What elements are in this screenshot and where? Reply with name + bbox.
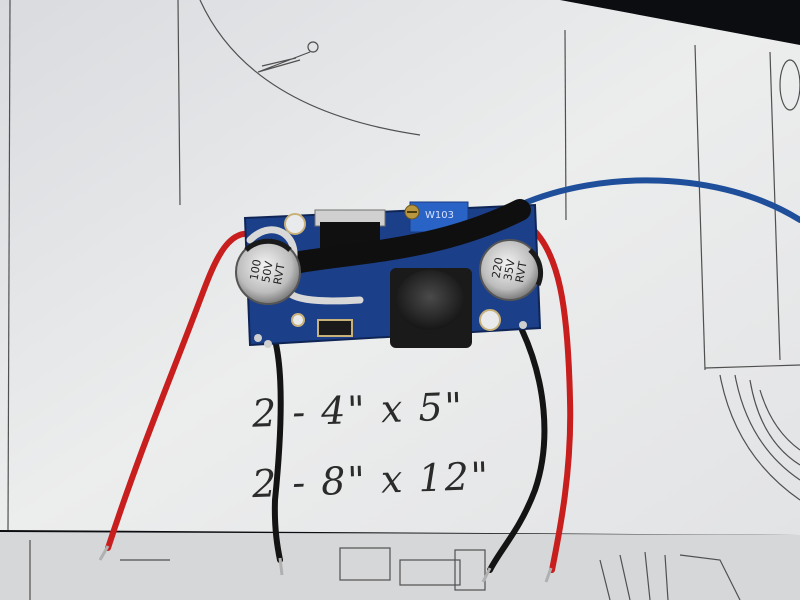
capacitor-left-brand: RVT	[271, 262, 288, 285]
capacitor-left-value: 100	[247, 258, 263, 281]
capacitor-left-voltage: 50V	[259, 260, 276, 284]
black-wire-right-tip	[481, 567, 492, 583]
black-wire-right	[487, 327, 548, 573]
blue-wire	[517, 177, 800, 223]
red-wire-right	[525, 222, 574, 573]
capacitor-right-voltage: 35V	[501, 258, 518, 282]
capacitor-left	[235, 238, 301, 305]
black-wire-left	[271, 337, 284, 563]
capacitor-right-value: 220	[489, 256, 505, 279]
potentiometer-label: W103	[425, 210, 454, 221]
red-wire-left	[105, 230, 265, 551]
pencil-sketch	[7, 0, 800, 600]
handwritten-note-1: 2 - 4" x 5"	[251, 384, 465, 436]
capacitor-right	[479, 239, 544, 301]
handwritten-note-2: 2 - 8" x 12"	[251, 453, 491, 507]
inductor	[390, 268, 472, 348]
capacitor-right-brand: RVT	[513, 260, 530, 283]
red-wire-left-tip	[98, 545, 110, 561]
heat-shrink-tube	[289, 199, 531, 273]
black-wire-left-tip	[278, 557, 284, 576]
red-wire-right-tip	[544, 567, 553, 583]
